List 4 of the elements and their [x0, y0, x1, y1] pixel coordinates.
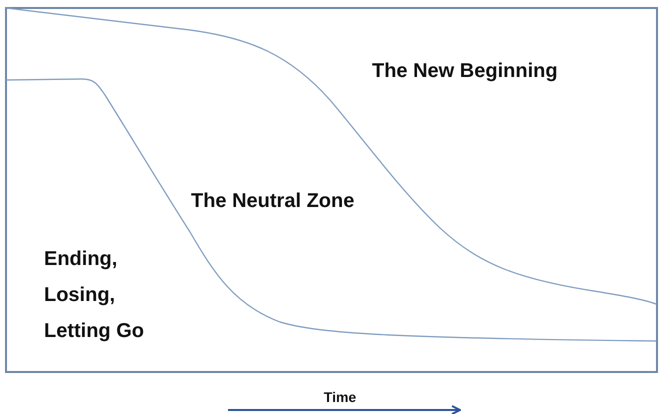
phase-label: The Neutral Zone	[191, 189, 356, 214]
phase-label: Ending, Losing, Letting Go	[44, 247, 145, 344]
axis-label: Time	[322, 388, 358, 407]
phase-label: The New Beginning	[372, 59, 559, 84]
